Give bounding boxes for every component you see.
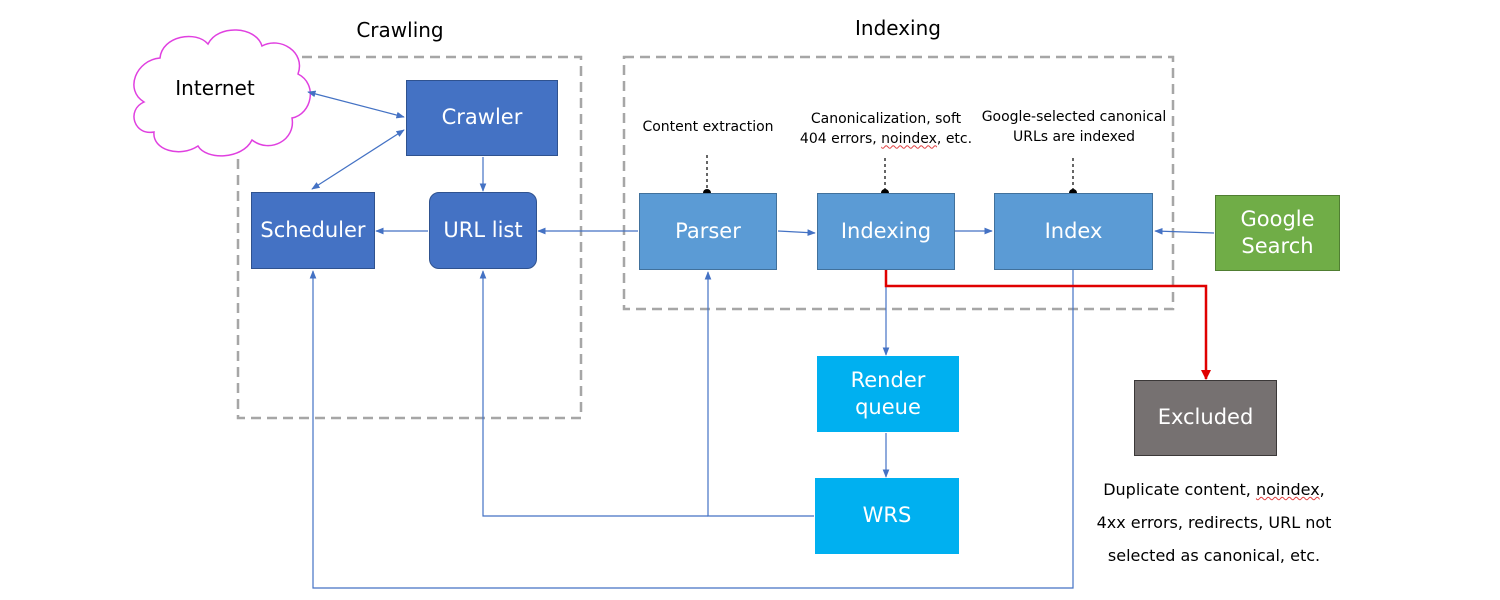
parser-indexing-arrow (777, 229, 816, 236)
canonicalization-note-line1: Canonicalization, soft (810, 111, 962, 127)
indexing-excluded-arrow (884, 270, 1211, 380)
parser-node: Parser (639, 193, 777, 270)
excluded-node: Excluded (1134, 380, 1277, 456)
canonicalization-note: Canonicalization, soft 404 errors, noind… (786, 109, 986, 150)
excluded-line1-noindex: noindex (1255, 480, 1320, 499)
wrs-node: WRS (815, 478, 959, 554)
internet-cloud-icon (133, 29, 312, 157)
canon-line2-noindex: noindex (881, 131, 937, 148)
render-queue-line1: Render (850, 367, 926, 392)
render-queue-node: Render queue (817, 356, 959, 432)
excluded-note: Duplicate content, noindex, 4xx errors, … (1082, 474, 1346, 572)
google-selected-note-line2: URLs are indexed (1013, 129, 1135, 146)
scheduler-node: Scheduler (251, 192, 375, 269)
index-node: Index (994, 193, 1153, 270)
scheduler-crawler-arrow (311, 129, 405, 190)
google-search-line1: Google (1240, 206, 1315, 231)
google-selected-note-line1: Google-selected canonical (981, 109, 1167, 125)
content-extraction-note: Content extraction (642, 119, 774, 135)
wrs-urllist-arrow (479, 270, 708, 517)
excluded-line1-pre: Duplicate content, (1103, 480, 1256, 499)
excluded-note-line2: 4xx errors, redirects, URL not (1096, 512, 1332, 532)
excluded-line1-post: , (1319, 480, 1325, 499)
excluded-note-line1: Duplicate content, noindex, (1082, 474, 1346, 507)
render-queue-line2: queue (855, 395, 921, 419)
internet-label: Internet (175, 76, 255, 100)
indexing-group-frame (622, 55, 1175, 311)
google-index-arrow (1154, 227, 1215, 235)
url-list-node: URL list (429, 192, 537, 269)
google-selected-note: Google-selected canonical URLs are index… (966, 107, 1182, 148)
internet-crawler-arrow (307, 90, 405, 119)
excluded-note-line3: selected as canonical, etc. (1107, 545, 1321, 565)
indexing-group-title: Indexing (855, 16, 941, 40)
indexing-node: Indexing (817, 193, 955, 270)
canonicalization-note-line2: 404 errors, noindex, etc. (786, 129, 986, 149)
index-scheduler-arrow (309, 270, 1074, 589)
crawler-node: Crawler (406, 80, 558, 156)
canon-line2-pre: 404 errors, (799, 131, 882, 148)
google-search-node: Google Search (1215, 195, 1340, 271)
crawling-group-title: Crawling (356, 18, 444, 42)
canon-line2-post: , etc. (936, 131, 973, 148)
google-search-line2: Search (1241, 234, 1314, 258)
